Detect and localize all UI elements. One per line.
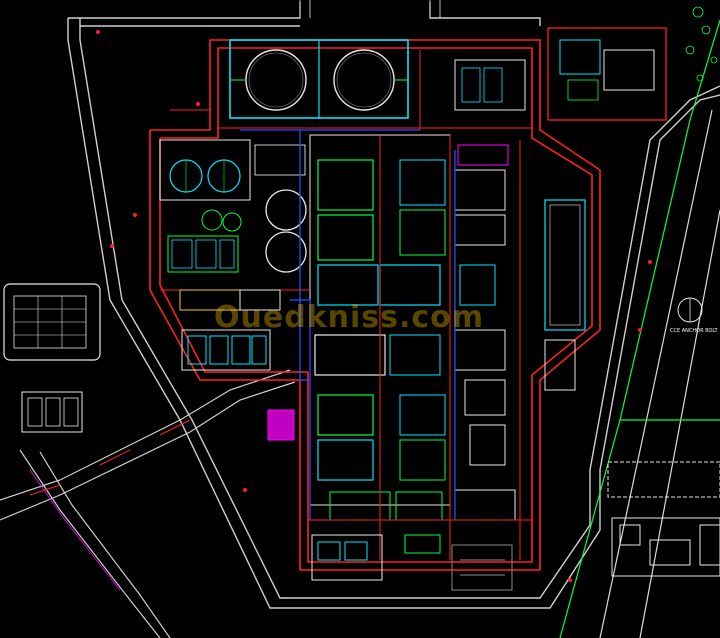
magenta-units [267, 144, 509, 441]
right-bottom-buildings [607, 461, 720, 577]
top-right-compound [454, 27, 667, 121]
vegetation [685, 6, 718, 82]
north-arrow-symbol: CCE ANCHOR BOLT [670, 297, 719, 334]
left-utilities [179, 289, 281, 371]
red-markers [96, 30, 652, 582]
legend-block [3, 283, 101, 433]
tank-5 [265, 189, 307, 231]
top-tank-yard [229, 39, 409, 119]
left-tank-yard [159, 139, 307, 273]
tank-7 [201, 209, 223, 231]
access-road-fill [29, 469, 121, 591]
tank-8 [222, 212, 242, 232]
watermark: Ouedkniss.com [214, 300, 485, 335]
access-road-marks [29, 419, 191, 496]
blue-piping [240, 129, 456, 520]
right-note-label: CCE ANCHOR BOLT [670, 328, 719, 334]
tank-6 [265, 231, 307, 273]
tank-2 [333, 49, 395, 111]
top-road [299, 0, 441, 18]
bottom-facility [311, 534, 513, 591]
tank-1 [245, 49, 307, 111]
right-property-lines [559, 19, 720, 638]
access-road [0, 369, 296, 638]
red-piping [160, 50, 532, 560]
